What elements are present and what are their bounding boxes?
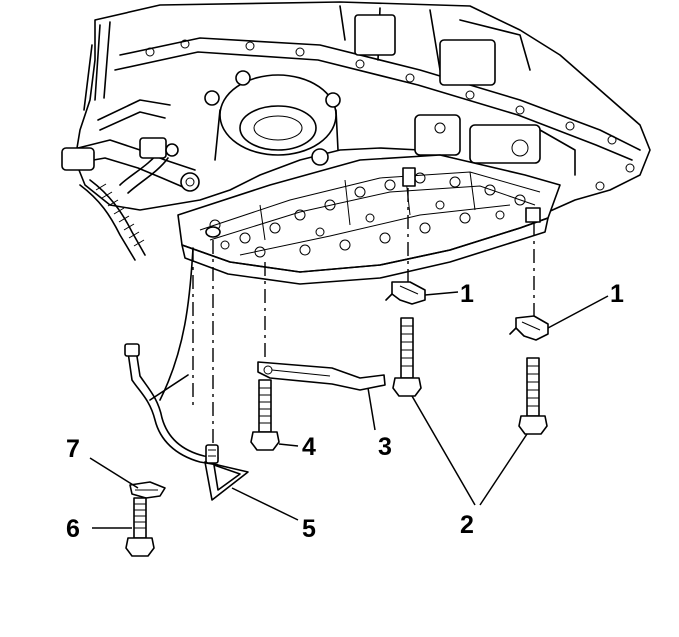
callout-3: 3: [378, 433, 392, 461]
transmission-case: [74, 1, 651, 213]
leader-lines: [89, 291, 609, 529]
clip-small: [129, 481, 166, 499]
clip-right: [509, 315, 549, 341]
callout-7: 7: [66, 435, 80, 463]
filler-tube: [124, 247, 219, 466]
wiring-harness: [61, 99, 200, 261]
callout-1-right: 1: [610, 280, 624, 308]
bolt-left-6: [125, 497, 155, 557]
callout-2: 2: [460, 511, 474, 539]
callout-5: 5: [302, 515, 316, 543]
bolt-2-right: [518, 357, 548, 435]
callout-6: 6: [66, 515, 80, 543]
filter-screen-loop: [204, 444, 249, 501]
clip-left: [385, 281, 426, 305]
bracket: [257, 361, 386, 391]
alignment-lines: [192, 188, 535, 445]
callout-4: 4: [302, 433, 316, 461]
callout-1-left: 1: [460, 280, 474, 308]
bolt-2-left: [392, 317, 422, 397]
valve-body: [177, 154, 561, 285]
bolt-4: [250, 379, 280, 451]
